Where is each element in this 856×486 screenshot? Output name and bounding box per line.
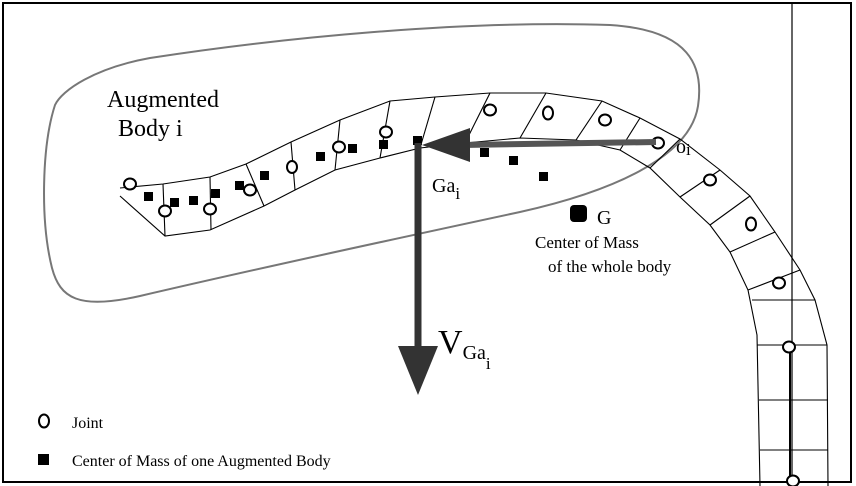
velocity-label: VGai	[438, 324, 491, 373]
center-of-mass-marker	[509, 156, 518, 165]
whole-body-center-of-mass-marker	[570, 205, 587, 222]
ga-label: Gai	[432, 175, 460, 203]
velocity-arrow	[398, 143, 438, 395]
joint-marker	[786, 474, 800, 486]
legend-center-of-mass-icon	[38, 454, 49, 465]
joint-marker	[703, 173, 717, 187]
legend-center-of-mass-label: Center of Mass of one Augmented Body	[72, 453, 331, 470]
joint-marker	[332, 140, 346, 154]
center-of-mass-marker	[379, 140, 388, 149]
center-of-mass-marker	[189, 196, 198, 205]
center-of-mass-marker	[539, 172, 548, 181]
center-of-mass-marker	[260, 171, 269, 180]
joint-marker	[745, 216, 757, 232]
center-of-mass-marker	[211, 189, 220, 198]
joint-marker	[542, 105, 554, 121]
whole-body-com-label-line2: of the whole body	[548, 257, 672, 276]
joint-marker	[123, 177, 137, 191]
legend-joint-label: Joint	[72, 415, 104, 432]
center-of-mass-marker	[235, 181, 244, 190]
joint-marker	[286, 160, 298, 174]
joints	[123, 103, 800, 486]
g-label: G	[597, 207, 611, 229]
center-of-mass-marker	[413, 136, 422, 145]
center-of-mass-marker	[170, 198, 179, 207]
joint-marker	[203, 202, 217, 216]
joint-marker	[483, 103, 497, 117]
joint-marker	[379, 125, 393, 139]
augmented-body-outline	[43, 23, 701, 303]
joint-marker	[243, 183, 257, 197]
position-arrow	[422, 128, 657, 162]
legend: Joint Center of Mass of one Augmented Bo…	[38, 413, 331, 470]
center-of-mass-marker	[348, 144, 357, 153]
joint-marker	[782, 340, 796, 354]
center-of-mass-marker	[144, 192, 153, 201]
snake-body	[119, 92, 829, 486]
centers-of-mass	[144, 136, 548, 207]
whole-body-com-label-line1: Center of Mass	[535, 233, 639, 252]
snake-upper-edge	[119, 92, 829, 486]
legend-joint-icon	[38, 413, 50, 429]
joint-marker	[598, 113, 612, 127]
augmented-body-label-line2: Body i	[118, 116, 183, 142]
center-of-mass-marker	[480, 148, 489, 157]
joint-marker	[158, 204, 172, 218]
origin-label: oi	[676, 136, 691, 159]
augmented-body-label-line1: Augmented	[107, 87, 219, 113]
joint-marker	[772, 276, 786, 290]
center-of-mass-marker	[316, 152, 325, 161]
